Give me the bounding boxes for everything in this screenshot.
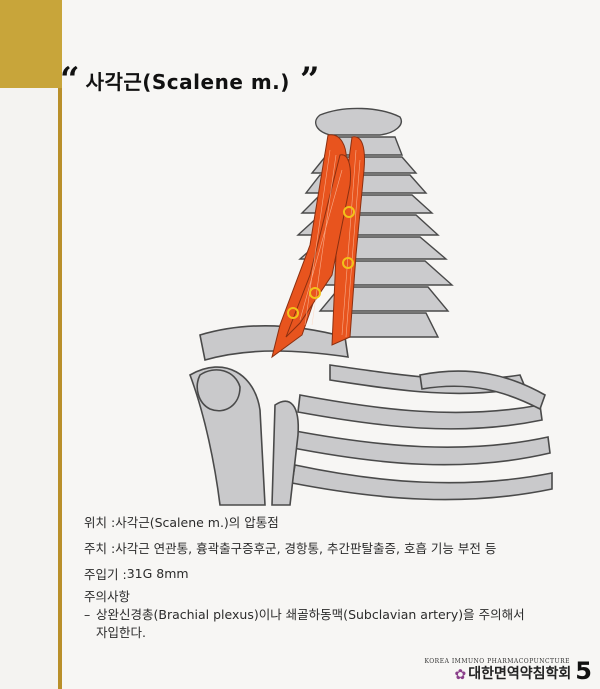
scalene-anatomy-illustration [189,107,553,506]
indication-label: 주치 : [84,540,116,556]
rib-3 [287,429,551,466]
dosage-label: 주입기 : [84,566,127,582]
humerus-head [196,369,241,412]
precaution-line-1: 상완신경총(Brachial plexus)이나 쇄골하동맥(Subclavia… [96,607,525,622]
injection-point-1 [343,206,355,218]
location-value: 사각근(Scalene m.)의 압통점 [115,514,279,530]
middle-scalene [331,136,365,346]
indication-row: 주치 : 사각근 연관통, 흉곽출구증후군, 경항통, 추간판탈출증, 호흡 기… [84,534,590,560]
footer: ✿ 대한면역약침학회 5 [455,659,592,683]
gold-vertical-rule [58,88,62,689]
rib-right-a [419,370,546,411]
sternum-band [271,400,300,506]
treatment-info: 위치 : 사각근(Scalene m.)의 압통점 주치 : 사각근 연관통, … [84,508,590,642]
dosage-value: 31G 8mm [126,565,189,581]
precaution-item: – 상완신경총(Brachial plexus)이나 쇄골하동맥(Subclav… [84,606,590,624]
flower-logo-icon: ✿ [454,667,467,683]
gold-corner-block [0,0,62,88]
rib-2 [297,394,543,430]
precaution-block: 주의사항 – 상완신경총(Brachial plexus)이나 쇄골하동맥(Su… [84,588,590,642]
posterior-scalene [285,154,351,338]
location-label: 위치 : [84,514,116,530]
precaution-item-cont: 자입한다. [84,624,590,642]
dosage-row: 주입기 : 31G 8mm [84,560,590,586]
precaution-label: 주의사항 [84,589,131,604]
title-bar: “ 사각근(Scalene m.) ” [60,60,320,100]
vertebra-c1 [314,107,402,136]
page-title: 사각근(Scalene m.) [85,69,290,94]
society-logo-text: 대한면역약침학회 [468,666,572,682]
location-row: 위치 : 사각근(Scalene m.)의 압통점 [84,508,590,534]
indication-value: 사각근 연관통, 흉곽출구증후군, 경항통, 추간판탈출증, 호흡 기능 부전 … [115,540,497,556]
page-number: 5 [575,657,592,685]
side-margin [0,88,62,689]
vertebra-t3 [338,312,440,338]
close-quote-mark: ” [299,60,320,100]
open-quote-mark: “ [60,60,80,100]
rib-4 [291,464,553,501]
injection-point-2 [342,257,354,269]
footer-english-caption: KOREA IMMUNO PHARMACOPUNCTURE [424,658,570,665]
left-clavicle [199,324,349,362]
injection-point-3 [309,287,321,299]
precaution-dash: – [84,607,91,622]
precaution-line-2: 자입한다. [96,625,146,640]
injection-point-4 [287,307,299,319]
